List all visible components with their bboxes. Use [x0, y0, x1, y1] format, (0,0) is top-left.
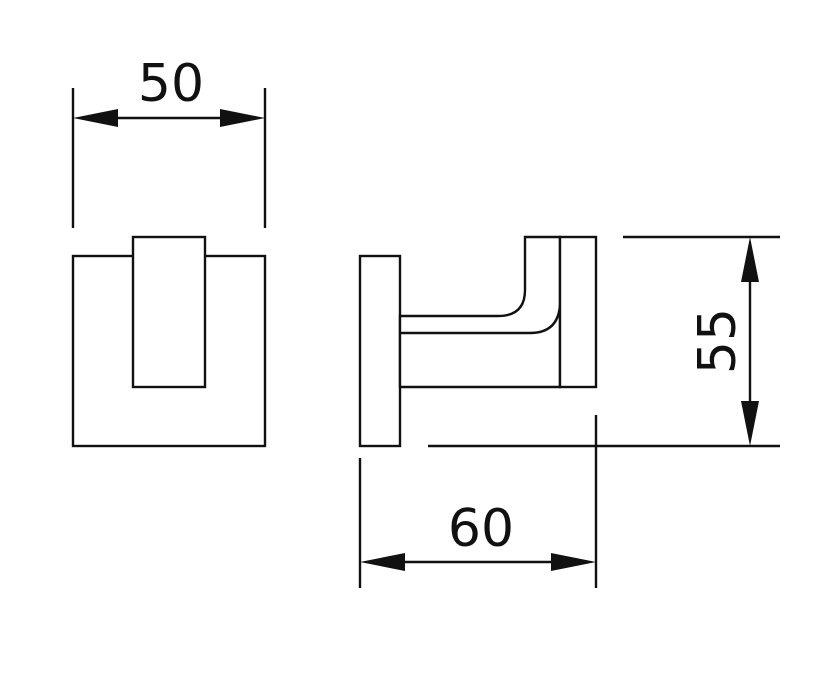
- depth-arrow-right: [551, 553, 596, 571]
- width-dimension-label: 50: [138, 54, 204, 114]
- height-arrow-bottom: [741, 401, 759, 446]
- front-view: [71, 235, 267, 448]
- side-view-hook-front-plate: [558, 235, 598, 389]
- side-view-base-plate: [358, 254, 402, 448]
- side-view-hook-arm: [398, 235, 562, 389]
- depth-dimension-label: 60: [448, 499, 514, 559]
- depth-dimension: 60: [358, 415, 598, 588]
- front-view-hook-tab: [131, 235, 207, 389]
- height-dimension-label: 55: [688, 308, 748, 374]
- depth-arrow-left: [360, 553, 405, 571]
- height-dimension: 55: [428, 235, 780, 448]
- side-view: [358, 235, 598, 448]
- width-arrow-right: [220, 109, 265, 127]
- height-arrow-top: [741, 237, 759, 282]
- width-arrow-left: [73, 109, 118, 127]
- width-dimension: 50: [71, 54, 267, 228]
